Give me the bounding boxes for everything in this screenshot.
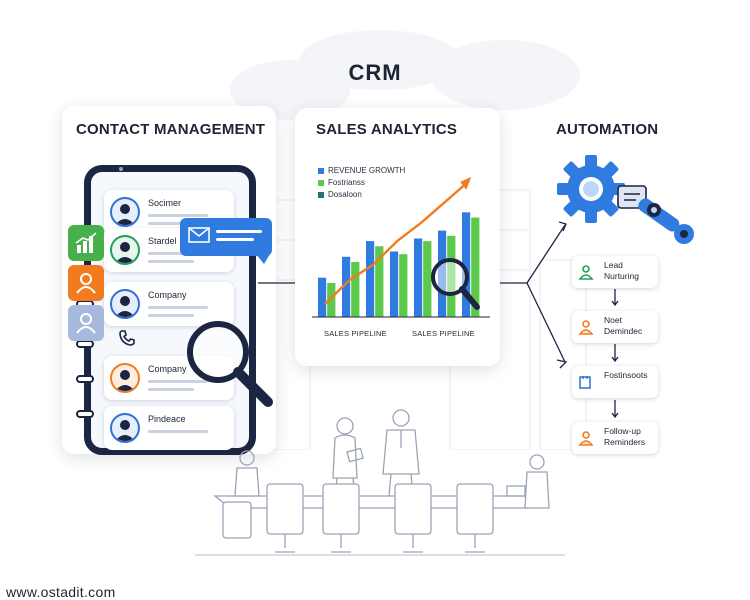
contact-name: Stardel [148, 236, 177, 246]
user-icon[interactable] [68, 265, 104, 301]
pipeline-label: SALES PIPELINE [412, 329, 475, 338]
binder-ring [76, 340, 94, 348]
binder-ring [76, 375, 94, 383]
robot-arm-icon [617, 185, 694, 244]
chart-bar [390, 251, 399, 317]
chart-bar [327, 283, 336, 317]
document-icon [579, 376, 591, 389]
legend-swatch [318, 167, 324, 174]
automation-step[interactable]: Follow-up Reminders [572, 422, 658, 454]
chart-bar [399, 254, 408, 317]
phone-icon [119, 330, 135, 346]
contact-name: Pindeace [148, 414, 186, 424]
chart-bar [471, 217, 480, 317]
contact-card[interactable]: Pindeace [104, 406, 234, 450]
person-icon [115, 204, 135, 225]
automation-step[interactable]: Noet Demindec [572, 311, 658, 343]
contact-detail-line [148, 222, 194, 225]
person-icon [115, 242, 135, 263]
legend-swatch [318, 179, 324, 186]
contact-detail-line [148, 380, 208, 383]
legend-label: Fostrianss [328, 178, 365, 187]
contact-detail-line [148, 388, 194, 391]
contact-detail-line [148, 260, 194, 263]
step-label: Noet Demindec [604, 315, 643, 336]
chart-bar [375, 246, 384, 317]
sales-analytics-title: SALES ANALYTICS [316, 121, 458, 138]
avatar [110, 235, 140, 265]
chart-bar [462, 212, 471, 317]
legend-item: Fostrianss [318, 178, 365, 187]
legend-item: Dosaloon [318, 190, 362, 199]
gear-icon [557, 155, 625, 223]
user-icon [578, 265, 594, 280]
contact-card[interactable]: Company [104, 282, 234, 326]
avatar [110, 363, 140, 393]
step-label: Fostinsoots [604, 370, 648, 380]
avatar [110, 289, 140, 319]
person-icon [115, 370, 135, 391]
magnifier-icon [431, 258, 480, 310]
automation-title: AUTOMATION [556, 121, 659, 138]
automation-step[interactable]: Lead Nurturing [572, 256, 658, 288]
legend-swatch [318, 191, 324, 198]
envelope-icon [188, 227, 210, 243]
contact-detail-line [148, 214, 208, 217]
person-icon [115, 296, 135, 317]
watermark-text: www.ostadit.com [6, 584, 116, 600]
avatar [110, 413, 140, 443]
contact-name: Socimer [148, 198, 182, 208]
pipeline-label: SALES PIPELINE [324, 329, 387, 338]
legend-label: Dosaloon [328, 190, 362, 199]
chart-bar [318, 277, 327, 317]
sales-chart [312, 176, 490, 318]
bar-chart-icon[interactable] [68, 225, 104, 261]
chart-bar [342, 256, 351, 317]
contact-card[interactable]: Stardel [104, 228, 234, 272]
user-icon [578, 320, 594, 335]
contact-detail-line [148, 430, 208, 433]
contact-detail-line [148, 252, 208, 255]
user-icon[interactable] [68, 305, 104, 341]
automation-step[interactable]: Fostinsoots [572, 366, 658, 398]
chart-bar [423, 241, 432, 317]
avatar [110, 197, 140, 227]
message-line [216, 230, 262, 233]
contact-detail-line [148, 306, 208, 309]
legend-item: REVENUE GROWTH [318, 166, 405, 175]
chart-trend-arrow [460, 176, 472, 190]
meeting-illustration [195, 409, 565, 556]
diagram-title: CRM [348, 60, 402, 85]
magnifier-icon [187, 321, 273, 407]
chart-bar [414, 238, 423, 317]
person-icon [115, 420, 135, 441]
step-label: Lead Nurturing [604, 260, 639, 281]
chart-bar [366, 241, 375, 317]
tablet-camera [119, 167, 123, 171]
legend-label: REVENUE GROWTH [328, 166, 406, 175]
step-label: Follow-up Reminders [604, 426, 646, 447]
contact-detail-line [148, 314, 194, 317]
message-bubble-tail [256, 254, 270, 264]
background-cloud [300, 30, 460, 90]
contact-name: Company [148, 364, 187, 374]
chart-bar [351, 262, 360, 317]
message-line [216, 238, 254, 241]
chart-trend-line [324, 179, 470, 305]
contact-name: Company [148, 290, 187, 300]
binder-ring [76, 410, 94, 418]
user-icon [578, 431, 594, 446]
contact-management-title: CONTACT MANAGEMENT [76, 121, 266, 138]
message-bubble[interactable] [180, 218, 272, 256]
